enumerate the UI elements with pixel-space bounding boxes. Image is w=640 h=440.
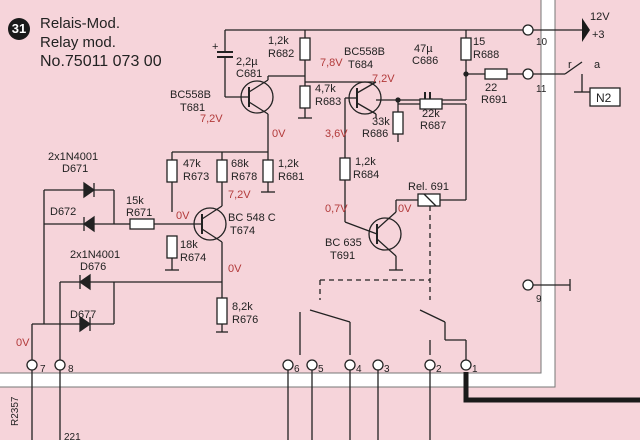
t674-emitter-voltage: 0V xyxy=(228,263,242,275)
r686-value: 33k xyxy=(372,116,390,128)
pin-label-8: 8 xyxy=(68,364,74,375)
part-number: No.75011 073 00 xyxy=(40,53,162,70)
r687-id: R687 xyxy=(420,120,446,132)
supply-pin-label: +3 xyxy=(592,29,605,41)
title-german: Relais-Mod. xyxy=(40,15,121,32)
r678-id: R678 xyxy=(231,171,257,183)
d671-type: 2x1N4001 xyxy=(48,151,98,163)
r688-id: R688 xyxy=(473,49,499,61)
r681-id: R681 xyxy=(278,171,304,183)
supply-arrow xyxy=(582,18,590,42)
r691-id: R691 xyxy=(481,94,507,106)
module-title: Relais-Mod. Relay mod. No.75011 073 00 xyxy=(40,14,162,71)
r676-id: R676 xyxy=(232,314,258,326)
pin-label-1: 1 xyxy=(472,364,478,375)
r673-value: 47k xyxy=(183,158,201,170)
t684-base-voltage: 3,6V xyxy=(325,128,348,140)
output-n2: N2 xyxy=(596,91,612,105)
pin-label-2: 2 xyxy=(436,364,442,375)
r691-value: 22 xyxy=(485,82,497,94)
c681-id: C681 xyxy=(236,68,262,80)
relay-label-a: a xyxy=(594,59,601,71)
d676-type: 2x1N4001 xyxy=(70,249,120,261)
connector-11 xyxy=(522,68,534,80)
relay-id: Rel. 691 xyxy=(408,181,449,193)
t684-id: T684 xyxy=(348,59,373,71)
t681-type: BC558B xyxy=(170,89,211,101)
t691-id: T691 xyxy=(330,250,355,262)
r684-value: 1,2k xyxy=(355,156,376,168)
pin-label-4: 4 xyxy=(356,364,362,375)
connector-9 xyxy=(522,279,534,291)
pin-label-11: 11 xyxy=(536,84,547,95)
module-number-badge: 31 xyxy=(8,18,30,40)
c686-value: 47µ xyxy=(414,43,433,55)
r687-value: 22k xyxy=(422,108,440,120)
r673-id: R673 xyxy=(183,171,209,183)
bus-frame-edge-inner xyxy=(0,0,542,374)
pin-label-6: 6 xyxy=(294,364,300,375)
d671-id: D671 xyxy=(62,163,88,175)
connector-10 xyxy=(522,24,534,36)
title-english: Relay mod. xyxy=(40,34,116,51)
t681-id: T681 xyxy=(180,102,205,114)
r674-id: R674 xyxy=(180,252,206,264)
r682-value: 1,2k xyxy=(268,35,289,47)
t684-emitter-voltage: 7,8V xyxy=(320,57,343,69)
r676-value: 8,2k xyxy=(232,301,253,313)
t691-collector-voltage: 0V xyxy=(398,203,412,215)
c686-id: C686 xyxy=(412,55,438,67)
pin7-voltage: 0V xyxy=(16,337,30,349)
svg-text:+: + xyxy=(212,41,218,53)
r671-id: R671 xyxy=(126,207,152,219)
t674-collector-voltage: 7,2V xyxy=(228,189,251,201)
r686-id: R686 xyxy=(362,128,388,140)
r221-label: 221 xyxy=(64,432,81,440)
t681-collector-voltage: 0V xyxy=(272,128,286,140)
r671-value: 15k xyxy=(126,195,144,207)
bottom-connectors xyxy=(26,359,472,371)
t674-base-voltage: 0V xyxy=(176,210,190,222)
r678-value: 68k xyxy=(231,158,249,170)
t674-id: T674 xyxy=(230,225,255,237)
r674-value: 18k xyxy=(180,239,198,251)
supply-voltage-label: 12V xyxy=(590,11,610,23)
t684-type: BC558B xyxy=(344,46,385,58)
black-bus-line xyxy=(463,372,640,403)
r681-value: 1,2k xyxy=(278,158,299,170)
r682-id: R682 xyxy=(268,48,294,60)
bus-frame xyxy=(0,0,555,387)
t684-collector-voltage: 7,2V xyxy=(372,73,395,85)
t674-type: BC 548 C xyxy=(228,212,276,224)
pin-label-5: 5 xyxy=(318,364,324,375)
pin-label-3: 3 xyxy=(384,364,390,375)
r683-value: 4,7k xyxy=(315,83,336,95)
relay-label-r: r xyxy=(568,59,572,71)
d676-id: D676 xyxy=(80,261,106,273)
r683-id: R683 xyxy=(315,96,341,108)
r2357-label: R2357 xyxy=(10,396,21,426)
t681-base-voltage: 7,2V xyxy=(200,113,223,125)
t691-base-voltage: 0,7V xyxy=(325,203,348,215)
pin-label-9: 9 xyxy=(536,294,542,305)
r684-id: R684 xyxy=(353,169,379,181)
c681-value: 2,2µ xyxy=(236,56,258,68)
pin-label-10: 10 xyxy=(536,37,548,48)
t691-type: BC 635 xyxy=(325,237,362,249)
t691-transistor xyxy=(368,217,402,251)
d672-id: D672 xyxy=(50,206,76,218)
r688-value: 15 xyxy=(473,36,485,48)
bus-frame-edge-outer xyxy=(0,0,556,388)
pin-label-7: 7 xyxy=(40,364,46,375)
